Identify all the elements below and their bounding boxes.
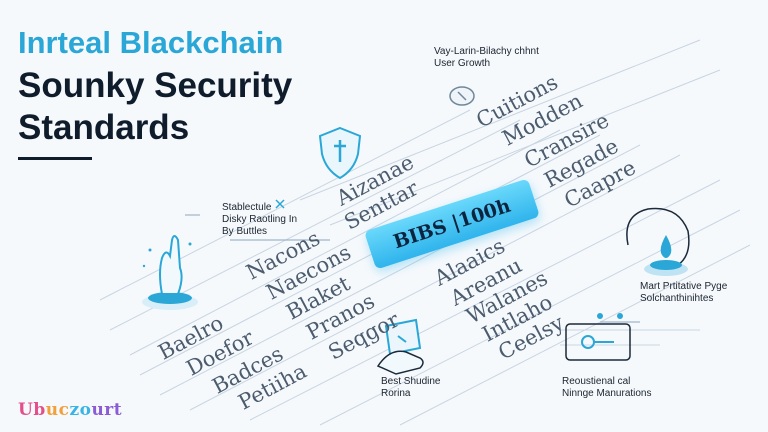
logo-part: zo <box>69 400 92 420</box>
caption-right-mid: Mart Prtitative Pyge Solchanthinihtes <box>640 281 727 305</box>
caption-line: Best Shudine <box>381 376 441 387</box>
caption-line: By Buttles <box>222 226 268 237</box>
title-line-2: Sounky Security <box>18 66 293 105</box>
caption-line: Mart Prtitative Pyge <box>640 281 728 292</box>
caption-line: Ninnge Manurations <box>562 388 652 399</box>
logo-part: uc <box>45 400 70 420</box>
caption-left-mid: Stablectule Disky Raotling In By Buttles <box>222 202 297 238</box>
title-line-3: Standards <box>18 108 190 147</box>
spark-icon <box>275 199 285 209</box>
shield-icon <box>318 126 362 180</box>
brand-logo: Ubuczourt <box>18 400 122 420</box>
caption-line: Solchanthinihtes <box>640 293 714 304</box>
caption-bottom-center: Best Shudine Rorina <box>381 376 441 400</box>
droplet-device-icon <box>626 207 690 276</box>
hand-pointer-icon <box>142 235 198 310</box>
hand-card-icon <box>376 318 424 375</box>
key-diagram-icon <box>565 313 631 361</box>
caption-line: User Growth <box>434 58 491 69</box>
caption-line: Reoustienal cal <box>562 376 631 387</box>
logo-part: Ub <box>18 400 46 420</box>
caption-bottom-right: Reoustienal cal Ninnge Manurations <box>562 376 652 400</box>
coin-icon <box>449 86 475 106</box>
connector-lines <box>185 214 640 323</box>
logo-part: urt <box>91 400 123 420</box>
caption-line: Disky Raotling In <box>222 214 298 225</box>
caption-top-right: Vay-Larin-Bilachy chhnt User Growth <box>434 46 539 70</box>
caption-line: Stablectule <box>222 202 272 213</box>
caption-line: Vay-Larin-Bilachy chhnt <box>434 46 539 57</box>
title-underline <box>18 157 92 160</box>
title-line-1: Inrteal Blackchain <box>18 25 284 60</box>
caption-line: Rorina <box>381 388 411 399</box>
